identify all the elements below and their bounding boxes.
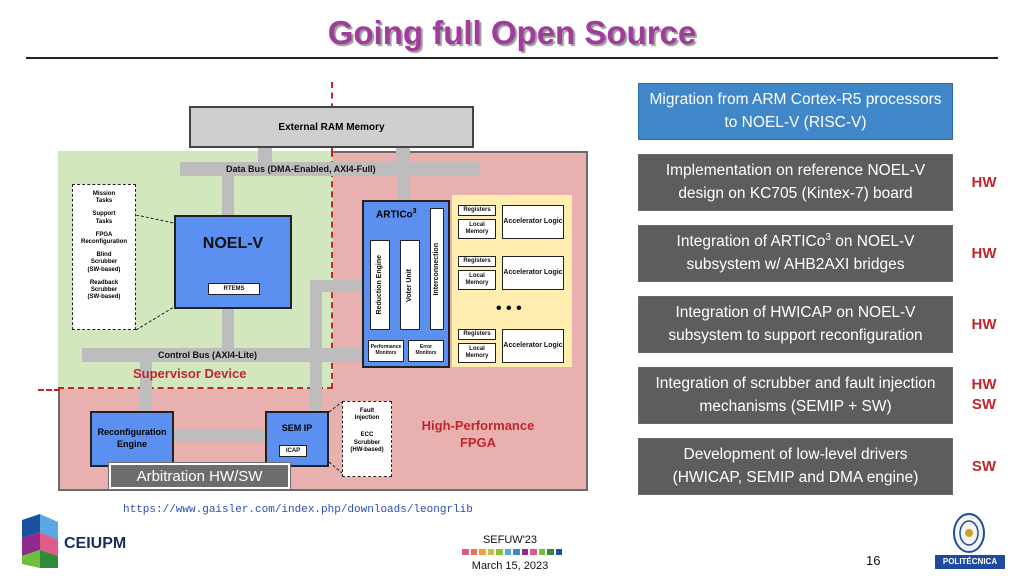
color-bar-segment bbox=[513, 549, 520, 555]
upm-logo-text: POLITÉCNICA bbox=[935, 555, 1005, 569]
fault-injection-label: Fault Injection bbox=[354, 408, 380, 422]
item-reference-design: Implementation on reference NOEL-V desig… bbox=[638, 154, 953, 211]
color-bar-segment bbox=[555, 549, 562, 555]
external-ram-block: External RAM Memory bbox=[189, 106, 474, 148]
control-bus-to-recon bbox=[140, 362, 152, 412]
item-migration: Migration from ARM Cortex-R5 processors … bbox=[638, 83, 953, 140]
item-artico-sup: 3 bbox=[825, 231, 831, 243]
event-name: SEFUW'23 bbox=[482, 534, 538, 546]
ram-link bbox=[258, 148, 272, 162]
voter-unit-label: Voter Unit bbox=[405, 268, 413, 302]
tag-sw: SW bbox=[971, 458, 997, 475]
artico3-label: ARTICo3 bbox=[376, 208, 417, 220]
color-bar-segment bbox=[462, 549, 469, 555]
item-artico-integration: Integration of ARTICo3 on NOEL-V subsyst… bbox=[638, 225, 953, 282]
software-tasks-box: Mission Tasks Support Tasks FPGA Reconfi… bbox=[72, 184, 136, 330]
fault-injection-box: Fault Injection ECC Scrubber (HW-based) bbox=[342, 401, 392, 477]
item-drivers: Development of low-level drivers (HWICAP… bbox=[638, 438, 953, 495]
arbitration-label: Arbitration HW/SW bbox=[108, 462, 291, 490]
tag-hw-3: HW bbox=[971, 316, 997, 333]
item-scrubber: Integration of scrubber and fault inject… bbox=[638, 367, 953, 424]
tag-hw-2: HW bbox=[971, 245, 997, 262]
ram-link-2 bbox=[396, 148, 410, 162]
source-url-link[interactable]: https://www.gaisler.com/index.php/downlo… bbox=[123, 504, 473, 516]
reconfiguration-engine-block: Reconfiguration Engine bbox=[90, 411, 174, 467]
ecc-scrubber-label: ECC Scrubber (HW-based) bbox=[350, 432, 384, 453]
artico3-label-text: ARTICo bbox=[376, 209, 413, 221]
artico3-label-sup: 3 bbox=[412, 208, 417, 215]
slide-title: Going full Open Source bbox=[327, 14, 697, 51]
registers-label: Registers bbox=[458, 329, 496, 340]
local-memory-label: Local Memory bbox=[458, 270, 496, 290]
data-bus-drop bbox=[398, 175, 410, 201]
boundary-dash-left bbox=[38, 389, 60, 391]
reduction-engine-label: Reduction Engine bbox=[375, 255, 383, 315]
color-bar-segment bbox=[496, 549, 503, 555]
control-bus-label: Control Bus (AXI4-Lite) bbox=[158, 350, 257, 360]
control-bus-to-artico bbox=[310, 280, 364, 292]
task-support: Support Tasks bbox=[92, 211, 116, 225]
icap-label: ICAP bbox=[279, 445, 307, 457]
task-blind-scrubber: Blind Scrubber (SW-based) bbox=[87, 252, 121, 273]
registers-label: Registers bbox=[458, 205, 496, 216]
interconnection-label: Interconnection bbox=[432, 242, 440, 296]
task-fpga-reconfig: FPGA Reconfiguration bbox=[81, 231, 127, 245]
event-color-bar bbox=[462, 549, 562, 555]
color-bar-segment bbox=[470, 549, 477, 555]
task-mission: Mission Tasks bbox=[92, 191, 116, 205]
noelv-label: NOEL-V bbox=[202, 235, 264, 252]
control-bus-bar bbox=[82, 348, 452, 362]
accelerator-logic-label: Accelerator Logic bbox=[502, 205, 564, 239]
data-bus-to-noelv bbox=[222, 175, 234, 217]
task-readback-scrubber: Readback Scrubber (SW-based) bbox=[87, 279, 121, 301]
accelerator-logic-label: Accelerator Logic bbox=[502, 256, 564, 290]
tag-hw-sw: HW SW bbox=[971, 376, 997, 413]
cei-logo-text: CEIUPM bbox=[64, 535, 127, 552]
upm-crest-icon bbox=[953, 513, 985, 553]
reduction-engine-block: Reduction Engine bbox=[370, 240, 390, 330]
recon-to-sem-link bbox=[174, 430, 266, 442]
page-number: 16 bbox=[866, 553, 881, 568]
color-bar-segment bbox=[479, 549, 486, 555]
item-artico-text-a: Integration of ARTICo bbox=[676, 233, 826, 251]
performance-monitors-block: Performance Monitors bbox=[368, 340, 404, 362]
title-divider bbox=[26, 57, 998, 59]
event-date: March 15, 2023 bbox=[471, 560, 549, 572]
error-monitors-block: Error Monitors bbox=[408, 340, 444, 362]
noelv-block: NOEL-V RTEMS bbox=[174, 215, 292, 309]
noelv-to-control-bus bbox=[222, 309, 234, 351]
color-bar-segment bbox=[504, 549, 511, 555]
sem-ip-block: SEM IP ICAP bbox=[265, 411, 329, 467]
color-bar-segment bbox=[487, 549, 494, 555]
local-memory-label: Local Memory bbox=[458, 219, 496, 239]
item-artico-text-b: on NOEL-V subsystem w/ AHB2AXI bridges bbox=[686, 233, 915, 273]
color-bar-segment bbox=[547, 549, 554, 555]
color-bar-segment bbox=[538, 549, 545, 555]
voter-unit-block: Voter Unit bbox=[400, 240, 420, 330]
accelerator-logic-label: Accelerator Logic bbox=[502, 329, 564, 363]
tag-hw-1: HW bbox=[971, 174, 997, 191]
tasks-connector bbox=[136, 215, 175, 331]
registers-label: Registers bbox=[458, 256, 496, 267]
color-bar-segment bbox=[530, 549, 537, 555]
artico3-block: ARTICo3 Reduction Engine Voter Unit Inte… bbox=[362, 200, 450, 368]
cei-logo-icon bbox=[22, 514, 58, 568]
supervisor-device-label: Supervisor Device bbox=[133, 366, 247, 381]
data-bus-bar bbox=[180, 162, 480, 176]
item-hwicap: Integration of HWICAP on NOEL-V subsyste… bbox=[638, 296, 953, 353]
interconnection-block: Interconnection bbox=[430, 208, 444, 330]
data-bus-label: Data Bus (DMA-Enabled, AXI4-Full) bbox=[226, 164, 376, 174]
sem-fault-connector bbox=[329, 402, 343, 474]
item-artico-text: Integration of ARTICo3 on NOEL-V subsyst… bbox=[647, 231, 944, 276]
control-bus-to-sem bbox=[310, 280, 322, 414]
rtems-label: RTEMS bbox=[208, 283, 260, 295]
color-bar-segment bbox=[521, 549, 528, 555]
more-accelerators-ellipsis: • • • bbox=[496, 300, 522, 317]
high-performance-fpga-label: High-Performance FPGA bbox=[421, 418, 535, 450]
local-memory-label: Local Memory bbox=[458, 343, 496, 363]
sem-ip-label: SEM IP bbox=[281, 423, 313, 433]
